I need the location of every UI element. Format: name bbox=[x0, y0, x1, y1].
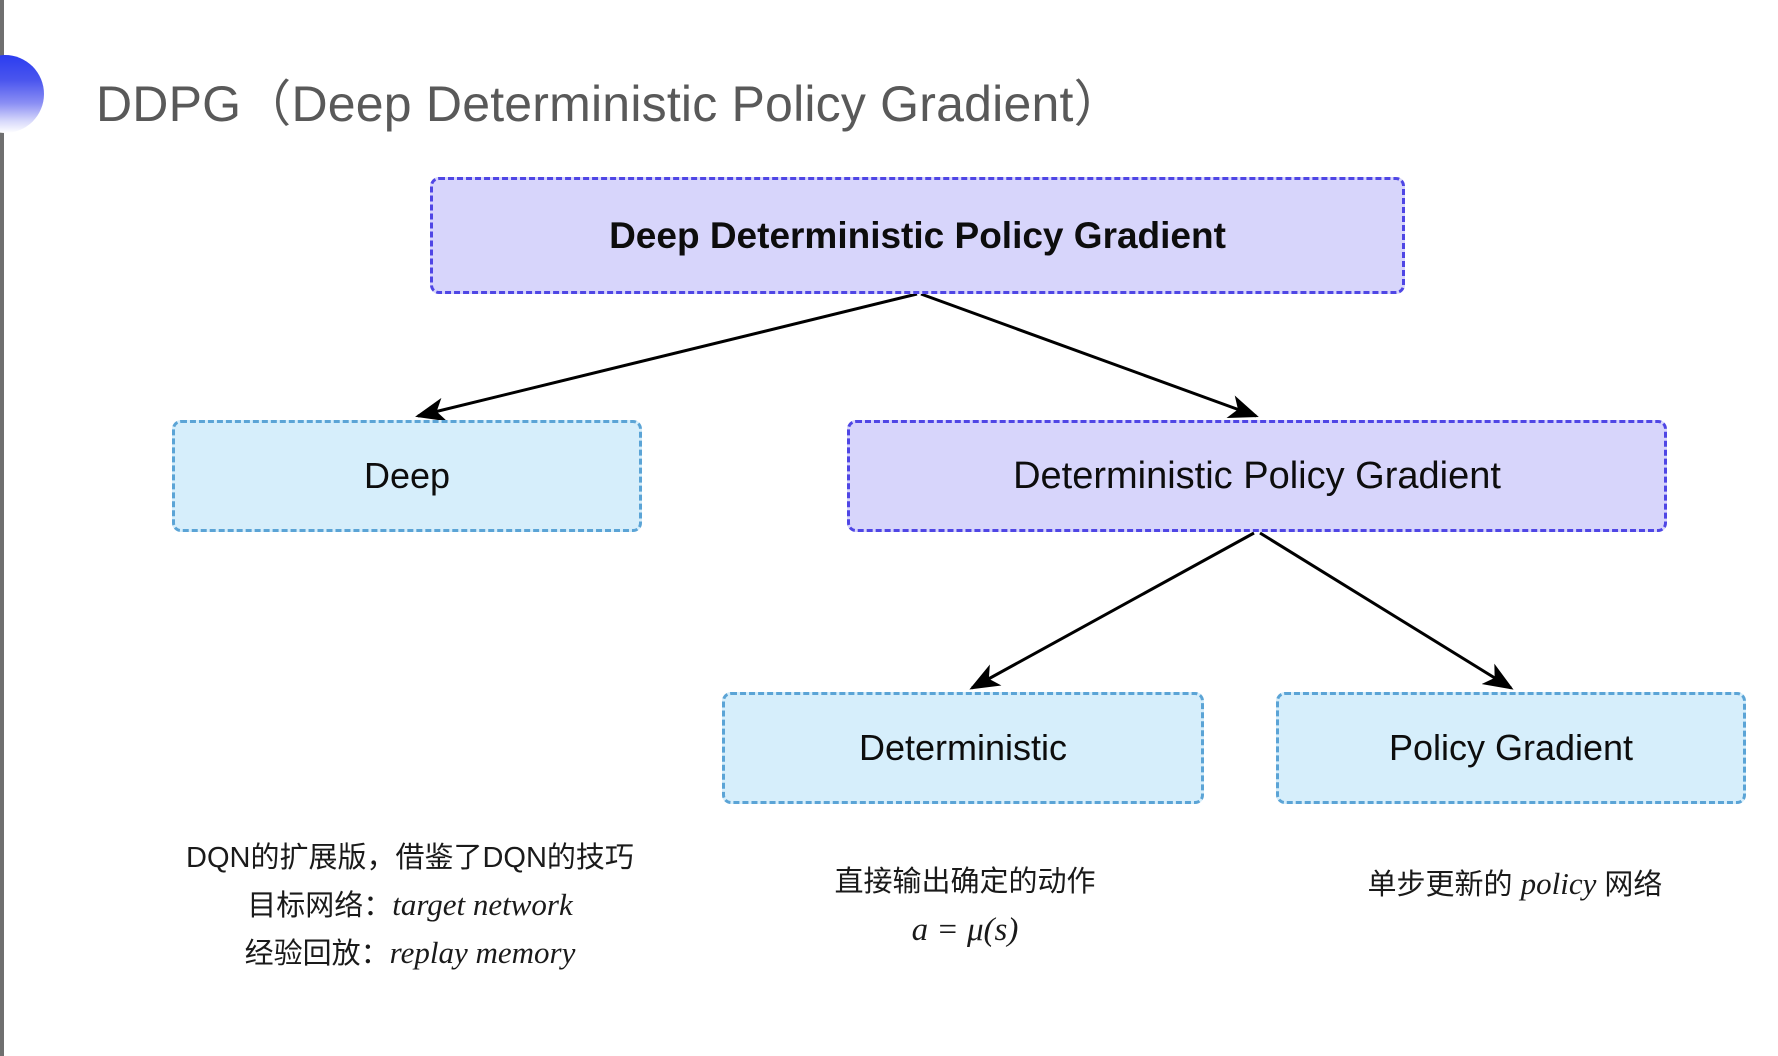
node-deep-deterministic-policy-gradient[interactable]: Deep Deterministic Policy Gradient bbox=[430, 177, 1405, 294]
edge-root-to-deep bbox=[415, 292, 918, 422]
caption-deep-line2-label: 目标网络： bbox=[247, 889, 393, 922]
title-bullet-circle-icon bbox=[0, 55, 44, 133]
caption-deterministic-line1: 直接输出确定的动作 bbox=[834, 866, 1096, 898]
node-deep[interactable]: Deep bbox=[172, 420, 642, 532]
node-deterministic-policy-gradient[interactable]: Deterministic Policy Gradient bbox=[847, 420, 1667, 532]
caption-policy-gradient-line1: 单步更新的 bbox=[1367, 869, 1513, 901]
caption-policy-gradient-line2: policy 网络 bbox=[1520, 866, 1663, 901]
caption-deep-line2: 目标网络：target network bbox=[140, 881, 680, 929]
caption-policy-gradient: 单步更新的 policy 网络 bbox=[1330, 860, 1700, 908]
caption-deep-line1: DQN的扩展版，借鉴了DQN的技巧 bbox=[186, 842, 634, 874]
node-deterministic[interactable]: Deterministic bbox=[722, 692, 1204, 804]
caption-deep-line3-label: 经验回放： bbox=[244, 937, 390, 970]
edge-dpg-to-deterministic bbox=[969, 531, 1255, 690]
caption-deterministic-formula: a = μ(s) bbox=[911, 911, 1019, 948]
caption-deep: DQN的扩展版，借鉴了DQN的技巧 目标网络：target network 经验… bbox=[140, 836, 680, 977]
edge-dpg-to-policy-gradient bbox=[1259, 531, 1514, 690]
caption-policy-gradient-term: policy bbox=[1520, 866, 1597, 901]
page-title: DDPG（Deep Deterministic Policy Gradient） bbox=[96, 76, 1124, 132]
node-policy-gradient[interactable]: Policy Gradient bbox=[1276, 692, 1746, 804]
caption-policy-gradient-rest: 网络 bbox=[1596, 869, 1663, 901]
slide-left-edge-rule bbox=[0, 0, 4, 1056]
edge-root-to-dpg bbox=[920, 292, 1259, 419]
caption-deep-line3-term: replay memory bbox=[389, 934, 576, 970]
caption-deep-line3: 经验回放：replay memory bbox=[140, 929, 680, 977]
caption-deep-line2-term: target network bbox=[392, 886, 573, 922]
caption-deterministic: 直接输出确定的动作 a = μ(s) bbox=[770, 860, 1160, 956]
